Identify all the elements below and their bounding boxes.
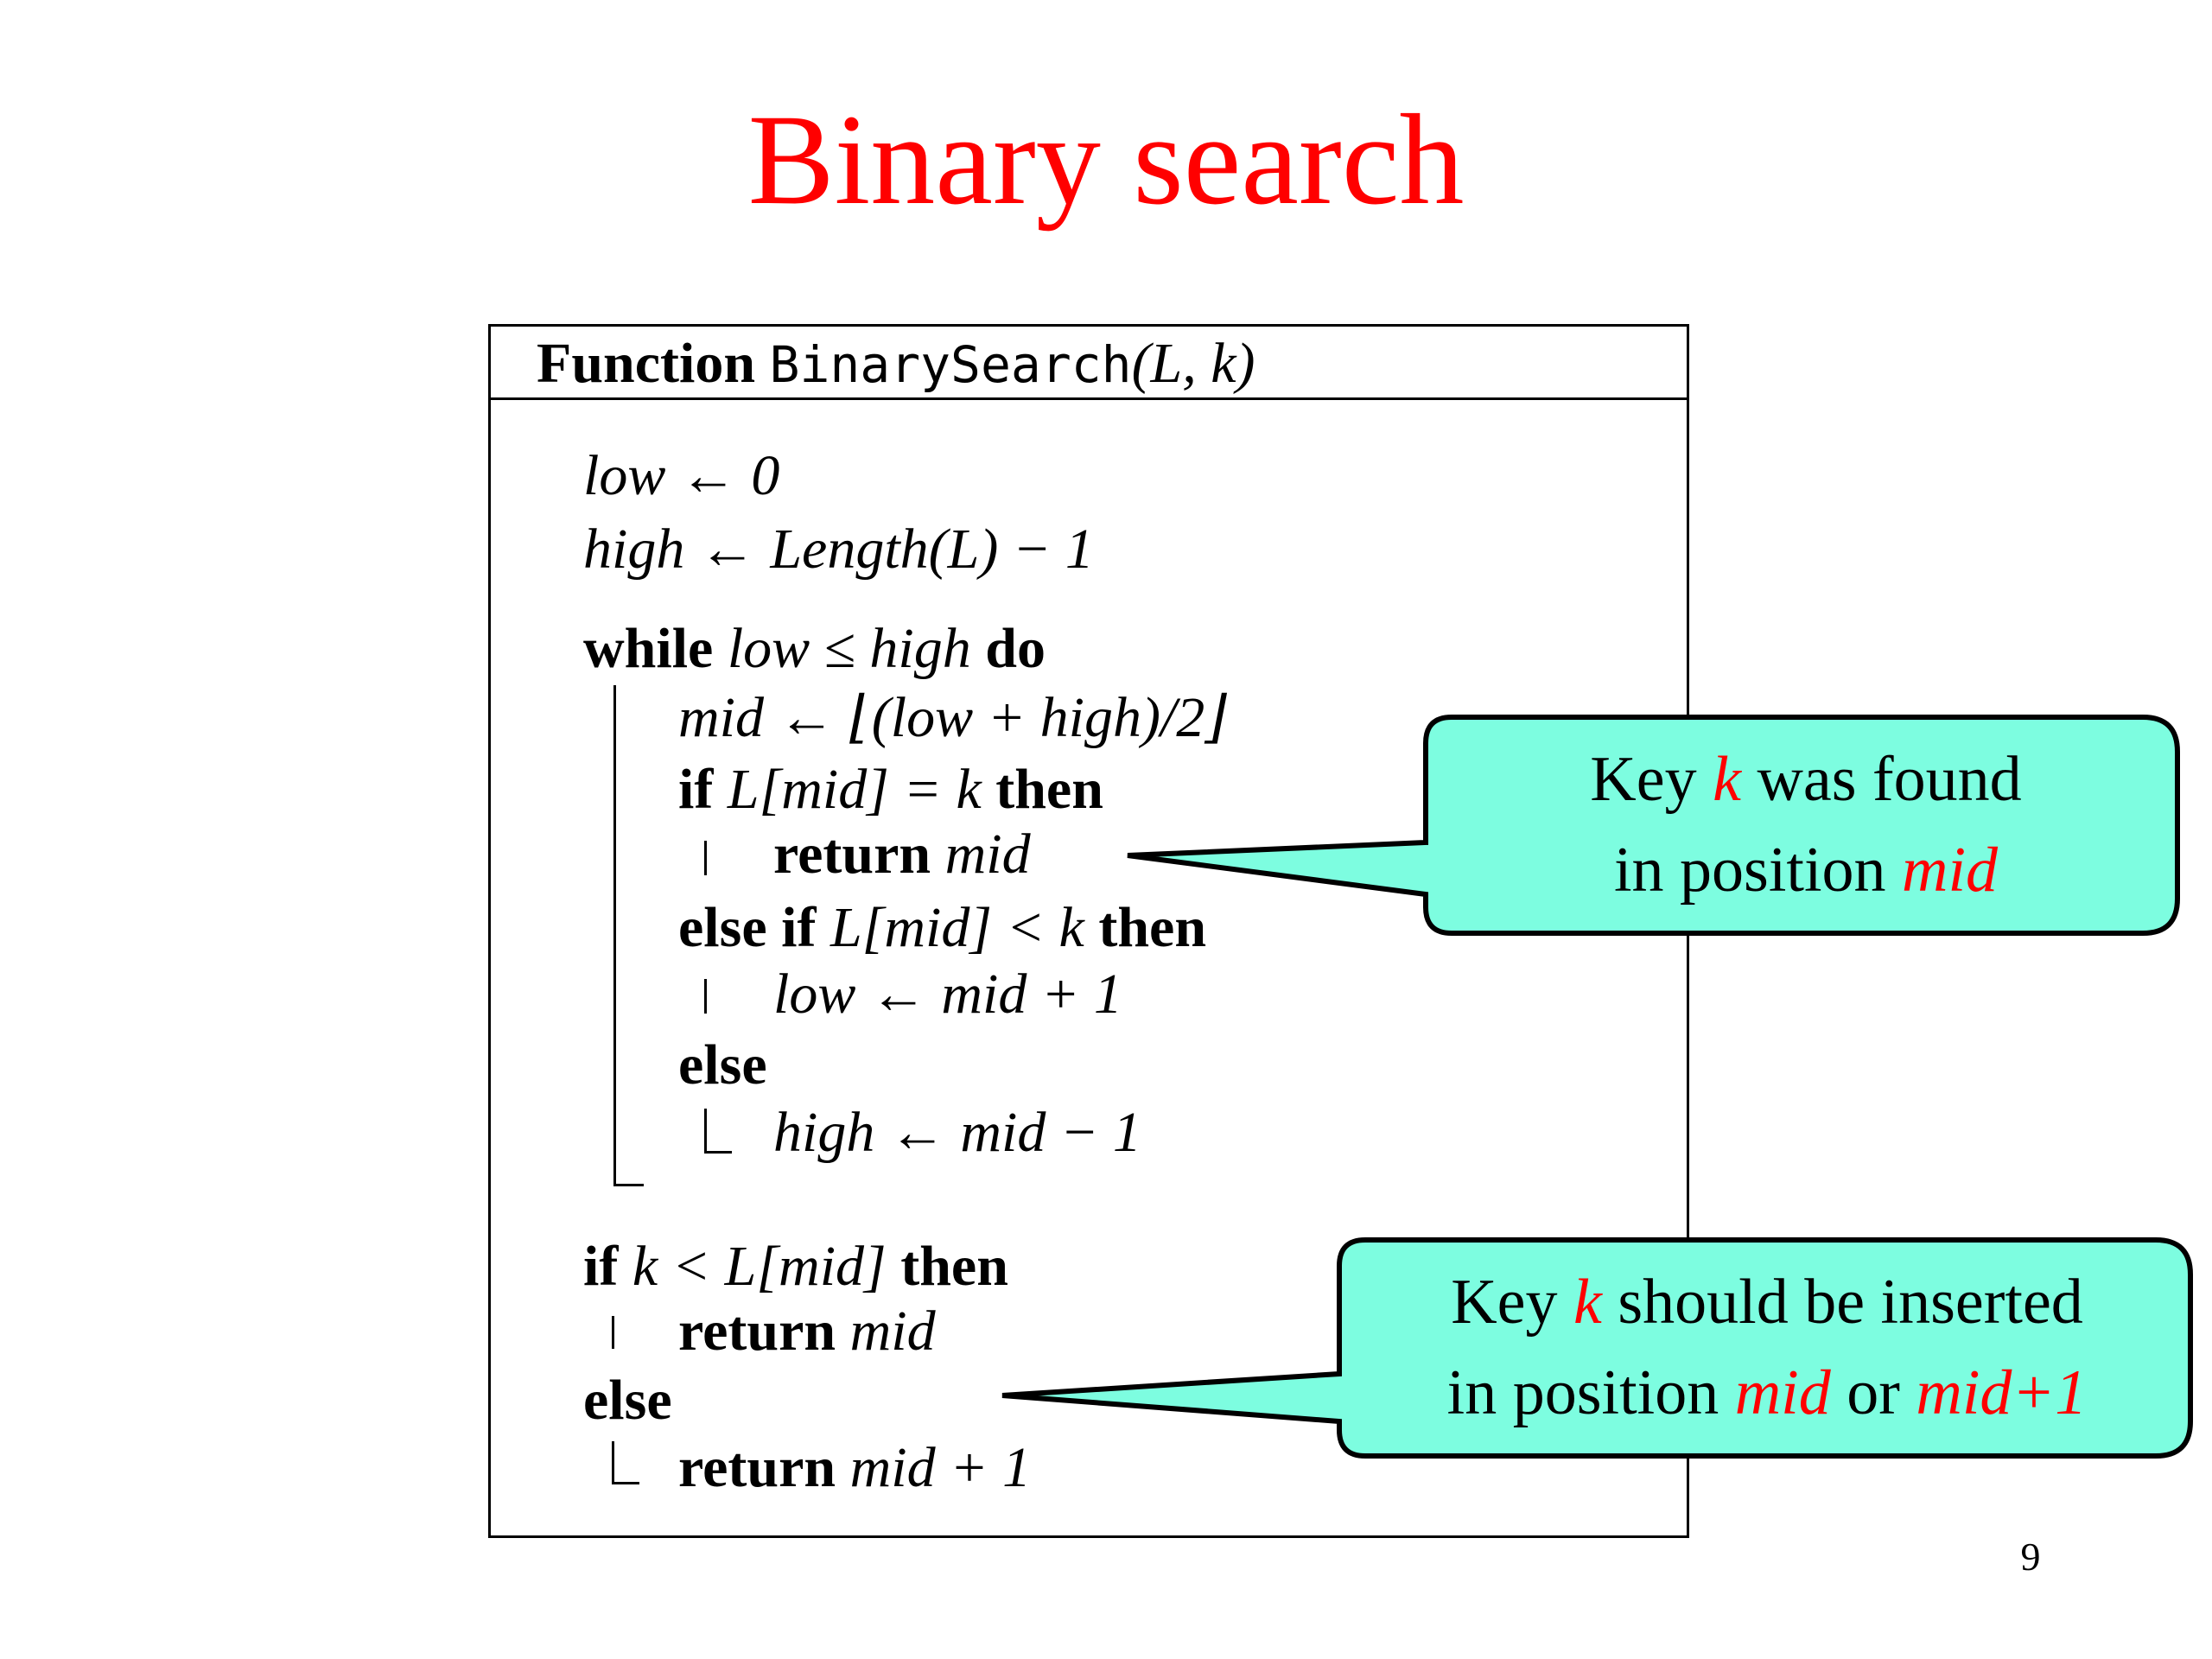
algorithm-box: Function BinarySearch(L, k) low ← 0 high… — [488, 324, 1689, 1538]
code-line-1: low ← 0 — [583, 444, 780, 507]
else-block-bar — [704, 1109, 707, 1154]
slide-title: Binary search — [747, 88, 1465, 232]
else-block-foot — [704, 1151, 732, 1154]
if-block-tick — [704, 841, 707, 875]
algorithm-header: Function BinarySearch(L, k) — [491, 327, 1687, 400]
code-line-high-update: high ← mid − 1 — [773, 1101, 1141, 1164]
code-line-return-mid-2: return mid — [678, 1300, 936, 1363]
code-line-if-insert: if k < L[mid] then — [583, 1235, 1008, 1298]
callout-insert-line-2: in position mid or mid+1 — [1446, 1357, 2088, 1429]
code-line-else-if: else if L[mid] < k then — [678, 896, 1207, 959]
callout-found-line-1: Key k was found — [1590, 744, 2022, 815]
code-line-low-update: low ← mid + 1 — [773, 963, 1122, 1026]
if-insert-tick — [612, 1316, 614, 1349]
function-keyword: Function — [537, 332, 756, 395]
code-line-2: high ← Length(L) − 1 — [583, 518, 1094, 581]
code-line-return-mid-plus-1: return mid + 1 — [678, 1436, 1032, 1499]
callout-insert-line-1: Key k should be inserted — [1451, 1267, 2083, 1338]
while-block-bar — [613, 685, 616, 1186]
code-line-if-found: if L[mid] = k then — [678, 758, 1103, 821]
while-block-foot — [613, 1184, 644, 1186]
callout-found-text: Key k was found in position mid — [1452, 734, 2160, 916]
else-if-block-tick — [704, 979, 707, 1014]
code-line-else-2: else — [583, 1369, 672, 1432]
callout-found-line-2: in position mid — [1613, 835, 1999, 906]
code-line-mid: mid ← ⌊(low + high)/2⌋ — [678, 686, 1228, 749]
function-name: BinarySearch — [769, 335, 1132, 394]
else-insert-bar — [612, 1441, 614, 1484]
page-number: 9 — [2020, 1535, 2041, 1579]
code-line-while: while low ≤ high do — [583, 617, 1046, 680]
callout-insert-text: Key k should be inserted in position mid… — [1370, 1257, 2164, 1439]
code-line-else-1: else — [678, 1033, 767, 1096]
callout-found-bubble — [1127, 715, 2180, 936]
callout-insert-bubble — [1001, 1237, 2193, 1459]
code-line-return-mid: return mid — [773, 823, 1031, 886]
function-params: (L, k) — [1131, 332, 1255, 395]
else-insert-foot — [612, 1482, 639, 1484]
